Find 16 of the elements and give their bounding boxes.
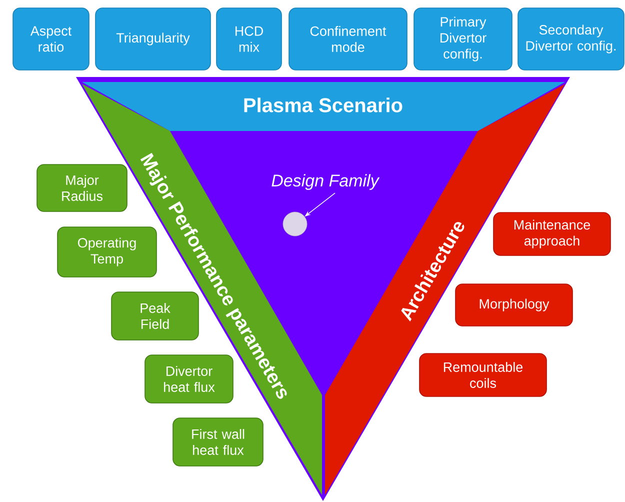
parameter-box: Major Radius <box>36 164 128 212</box>
parameter-box: First wall heat flux <box>172 418 264 466</box>
parameter-box: Operating Temp <box>57 226 157 278</box>
parameter-box: Secondary Divertor config. <box>518 8 624 70</box>
scenario-band: Plasma Scenario <box>82 82 565 131</box>
parameter-box: Morphology <box>455 284 573 326</box>
parameter-box: Triangularity <box>95 8 211 70</box>
parameter-box: HCD mix <box>216 8 282 70</box>
parameter-box: Primary Divertor config. <box>414 8 512 70</box>
parameter-box: Aspect ratio <box>12 8 90 70</box>
parameter-box: Remountable coils <box>419 353 547 397</box>
parameter-box: Peak Field <box>111 292 199 340</box>
design-point <box>282 212 308 236</box>
parameter-box: Divertor heat flux <box>144 354 234 404</box>
parameter-box: Maintenance approach <box>493 212 611 256</box>
parameter-box: Confinement mode <box>288 8 408 70</box>
